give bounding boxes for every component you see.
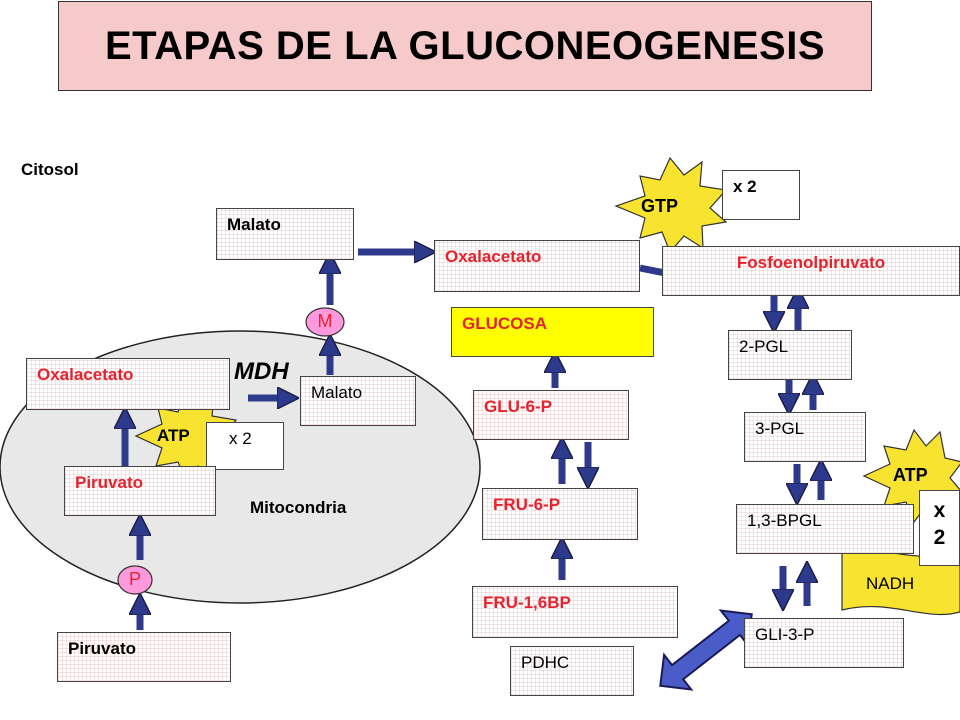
3pgl-label: 3-PGL — [755, 419, 805, 438]
glucosa-label: GLUCOSA — [462, 314, 547, 333]
piruvato-cytosol-box: Piruvato — [57, 632, 231, 682]
piruvato-mito-box: Piruvato — [64, 466, 216, 516]
fru16bp-label: FRU-1,6BP — [483, 593, 571, 612]
fru16bp-box: FRU-1,6BP — [472, 586, 678, 638]
double-arrow-triose — [659, 609, 753, 691]
malato-cytosol-label: Malato — [227, 215, 281, 234]
atp-right-multiplier-label: x 2 — [933, 499, 946, 549]
gtp-multiplier-label: x 2 — [733, 177, 757, 196]
glu6p-label: GLU-6-P — [484, 397, 552, 416]
pdhc-box: PDHC — [510, 646, 634, 696]
2pgl-label: 2-PGL — [739, 337, 789, 356]
malato-mito-box: Malato — [300, 376, 416, 426]
atp-right-multiplier-box: x 2 — [919, 490, 960, 566]
gli3p-label: GLI-3-P — [755, 625, 815, 644]
gtp-label: GTP — [641, 196, 679, 216]
gli3p-box: GLI-3-P — [744, 618, 904, 668]
p-enzyme-label: P — [128, 569, 141, 589]
piruvato-cytosol-label: Piruvato — [68, 639, 137, 658]
pdhc-label: PDHC — [521, 653, 570, 672]
atp-right-label: ATP — [893, 465, 928, 485]
bpgl-label: 1,3-BPGL — [747, 511, 822, 530]
oxalacetato-cytosol-box: Oxalacetato — [434, 240, 640, 292]
gtp-multiplier-box: x 2 — [722, 170, 800, 220]
oxalacetato-mito-label: Oxalacetato — [37, 365, 134, 384]
title-box: ETAPAS DE LA GLUCONEOGENESIS — [58, 1, 872, 91]
cytosol-label: Citosol — [21, 160, 79, 179]
piruvato-mito-label: Piruvato — [75, 473, 144, 492]
fru6p-label: FRU-6-P — [493, 495, 561, 514]
atp-mito-multiplier-label: x 2 — [229, 429, 252, 448]
oxalacetato-cytosol-label: Oxalacetato — [445, 247, 542, 266]
3pgl-box: 3-PGL — [744, 412, 866, 462]
mitochondria-label: Mitocondria — [250, 498, 347, 517]
m-enzyme-circle — [305, 307, 345, 337]
m-enzyme-label: M — [317, 311, 333, 331]
page-title: ETAPAS DE LA GLUCONEOGENESIS — [105, 23, 825, 68]
malato-cytosol-box: Malato — [216, 208, 354, 260]
gtp-starburst — [614, 156, 728, 254]
glucosa-box: GLUCOSA — [451, 307, 654, 357]
malato-mito-label: Malato — [311, 383, 363, 402]
oxalacetato-mito-box: Oxalacetato — [26, 358, 230, 410]
arrow-oaa-to-pep — [639, 268, 675, 275]
glu6p-box: GLU-6-P — [473, 390, 629, 440]
fru6p-box: FRU-6-P — [482, 488, 638, 540]
nadh-label: NADH — [866, 574, 915, 593]
mdh-label: MDH — [234, 358, 289, 385]
bpgl-box: 1,3-BPGL — [736, 504, 914, 554]
atp-mito-multiplier-box: x 2 — [206, 422, 284, 470]
atp-mito-label: ATP — [157, 426, 190, 445]
pep-box: Fosfoenolpiruvato — [662, 246, 960, 296]
pep-label: Fosfoenolpiruvato — [736, 253, 886, 272]
p-enzyme-circle — [117, 565, 153, 595]
2pgl-box: 2-PGL — [728, 330, 852, 380]
